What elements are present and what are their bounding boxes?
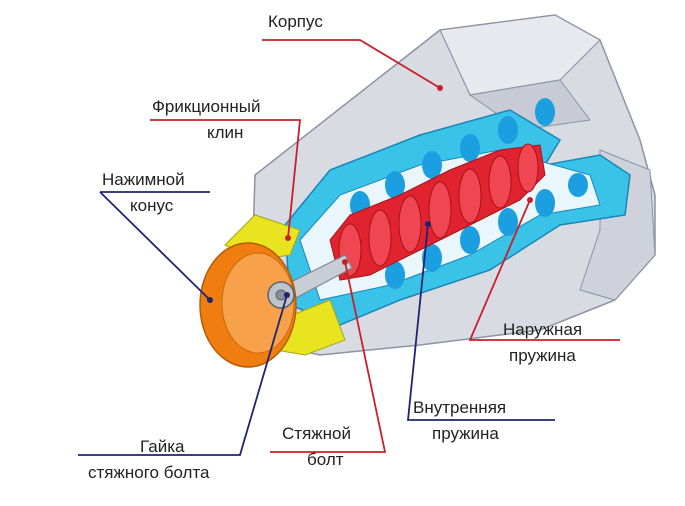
label-korpus: Корпус (268, 12, 323, 31)
leader-friction-wedge-dot (285, 235, 291, 241)
inner-coil-2 (368, 209, 392, 267)
tie-bolt-nut (267, 281, 295, 309)
outer-coil-5 (498, 116, 518, 144)
inner-coil-4 (428, 181, 452, 239)
inner-coil-3 (398, 195, 422, 253)
outer-coil-11 (535, 189, 555, 217)
outer-coil-9 (460, 226, 480, 254)
outer-coil-4 (460, 134, 480, 162)
pressure-cone-face (221, 252, 295, 354)
outer-coil-10 (498, 208, 518, 236)
leader-tie-bolt-dot (342, 259, 348, 265)
outer-coil-2 (385, 171, 405, 199)
label-nut-line2: стяжного болта (88, 463, 210, 482)
leader-outer-spring (468, 199, 620, 341)
outer-coil-12 (568, 173, 588, 197)
leader-korpus (262, 39, 441, 89)
outer-coil-6 (535, 98, 555, 126)
label-tie-bolt-line1: Стяжной (282, 424, 351, 443)
label-friction-wedge-line2: клин (207, 123, 244, 142)
leader-friction-wedge (150, 119, 301, 239)
pressure-cone (199, 242, 297, 368)
housing-top-flange (439, 14, 601, 96)
inner-coil-7 (517, 143, 539, 193)
leader-lines (78, 39, 620, 456)
leader-outer-spring-dot (527, 197, 533, 203)
leader-inner-spring-dot (425, 221, 431, 227)
leader-tie-bolt (270, 261, 387, 453)
label-outer-spring-line1: Наружная (503, 320, 583, 339)
housing-right-end (579, 149, 656, 301)
label-inner-spring-line2: пружина (432, 424, 499, 443)
outer-coil-8 (422, 244, 442, 272)
leader-pressure-cone-2 (99, 191, 211, 301)
inner-coil-5 (458, 168, 482, 224)
label-tie-bolt-line2: болт (307, 450, 344, 469)
inner-coil-6 (488, 155, 512, 209)
label-friction-wedge-line1: Фрикционный (152, 97, 261, 116)
outer-coil-7 (385, 261, 405, 289)
outer-coil-3 (422, 151, 442, 179)
leader-inner-spring (407, 223, 555, 421)
label-outer-spring-line2: пружина (509, 346, 576, 365)
label-pressure-cone-line1: Нажимной (102, 170, 185, 189)
label-inner-spring-line1: Внутренняя (413, 398, 507, 417)
label-pressure-cone-line2: конус (130, 196, 174, 215)
leader-nut (78, 294, 288, 456)
leader-pressure-cone-dot (207, 297, 213, 303)
label-nut-line1: Гайка (140, 437, 185, 456)
leader-nut-dot (284, 292, 290, 298)
leader-korpus-dot (437, 85, 443, 91)
outer-spring (350, 98, 588, 289)
